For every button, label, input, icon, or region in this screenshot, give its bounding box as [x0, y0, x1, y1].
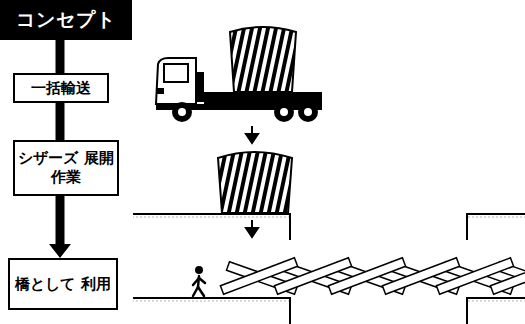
- person: [193, 266, 205, 296]
- scissor-bridge: [220, 258, 525, 294]
- step-box: 一括輸送: [13, 73, 109, 103]
- flow-arrow: [60, 103, 61, 141]
- step-label: シザーズ 展開作業: [15, 149, 117, 187]
- step-box: シザーズ 展開作業: [13, 140, 119, 196]
- flow-arrow: [60, 40, 61, 74]
- heading-band: コンセプト: [0, 0, 132, 40]
- ground: [133, 298, 525, 324]
- flow-arrow: [49, 196, 71, 258]
- ground: [133, 214, 525, 240]
- truck: [156, 27, 322, 122]
- step-label: 一括輸送: [31, 79, 91, 98]
- scissor-bar: [490, 258, 525, 294]
- step-label: 橋として 利用: [15, 275, 110, 294]
- heading-text: コンセプト: [16, 8, 116, 32]
- step-box: 橋として 利用: [8, 258, 118, 310]
- folded-scissor-unit: [218, 152, 292, 213]
